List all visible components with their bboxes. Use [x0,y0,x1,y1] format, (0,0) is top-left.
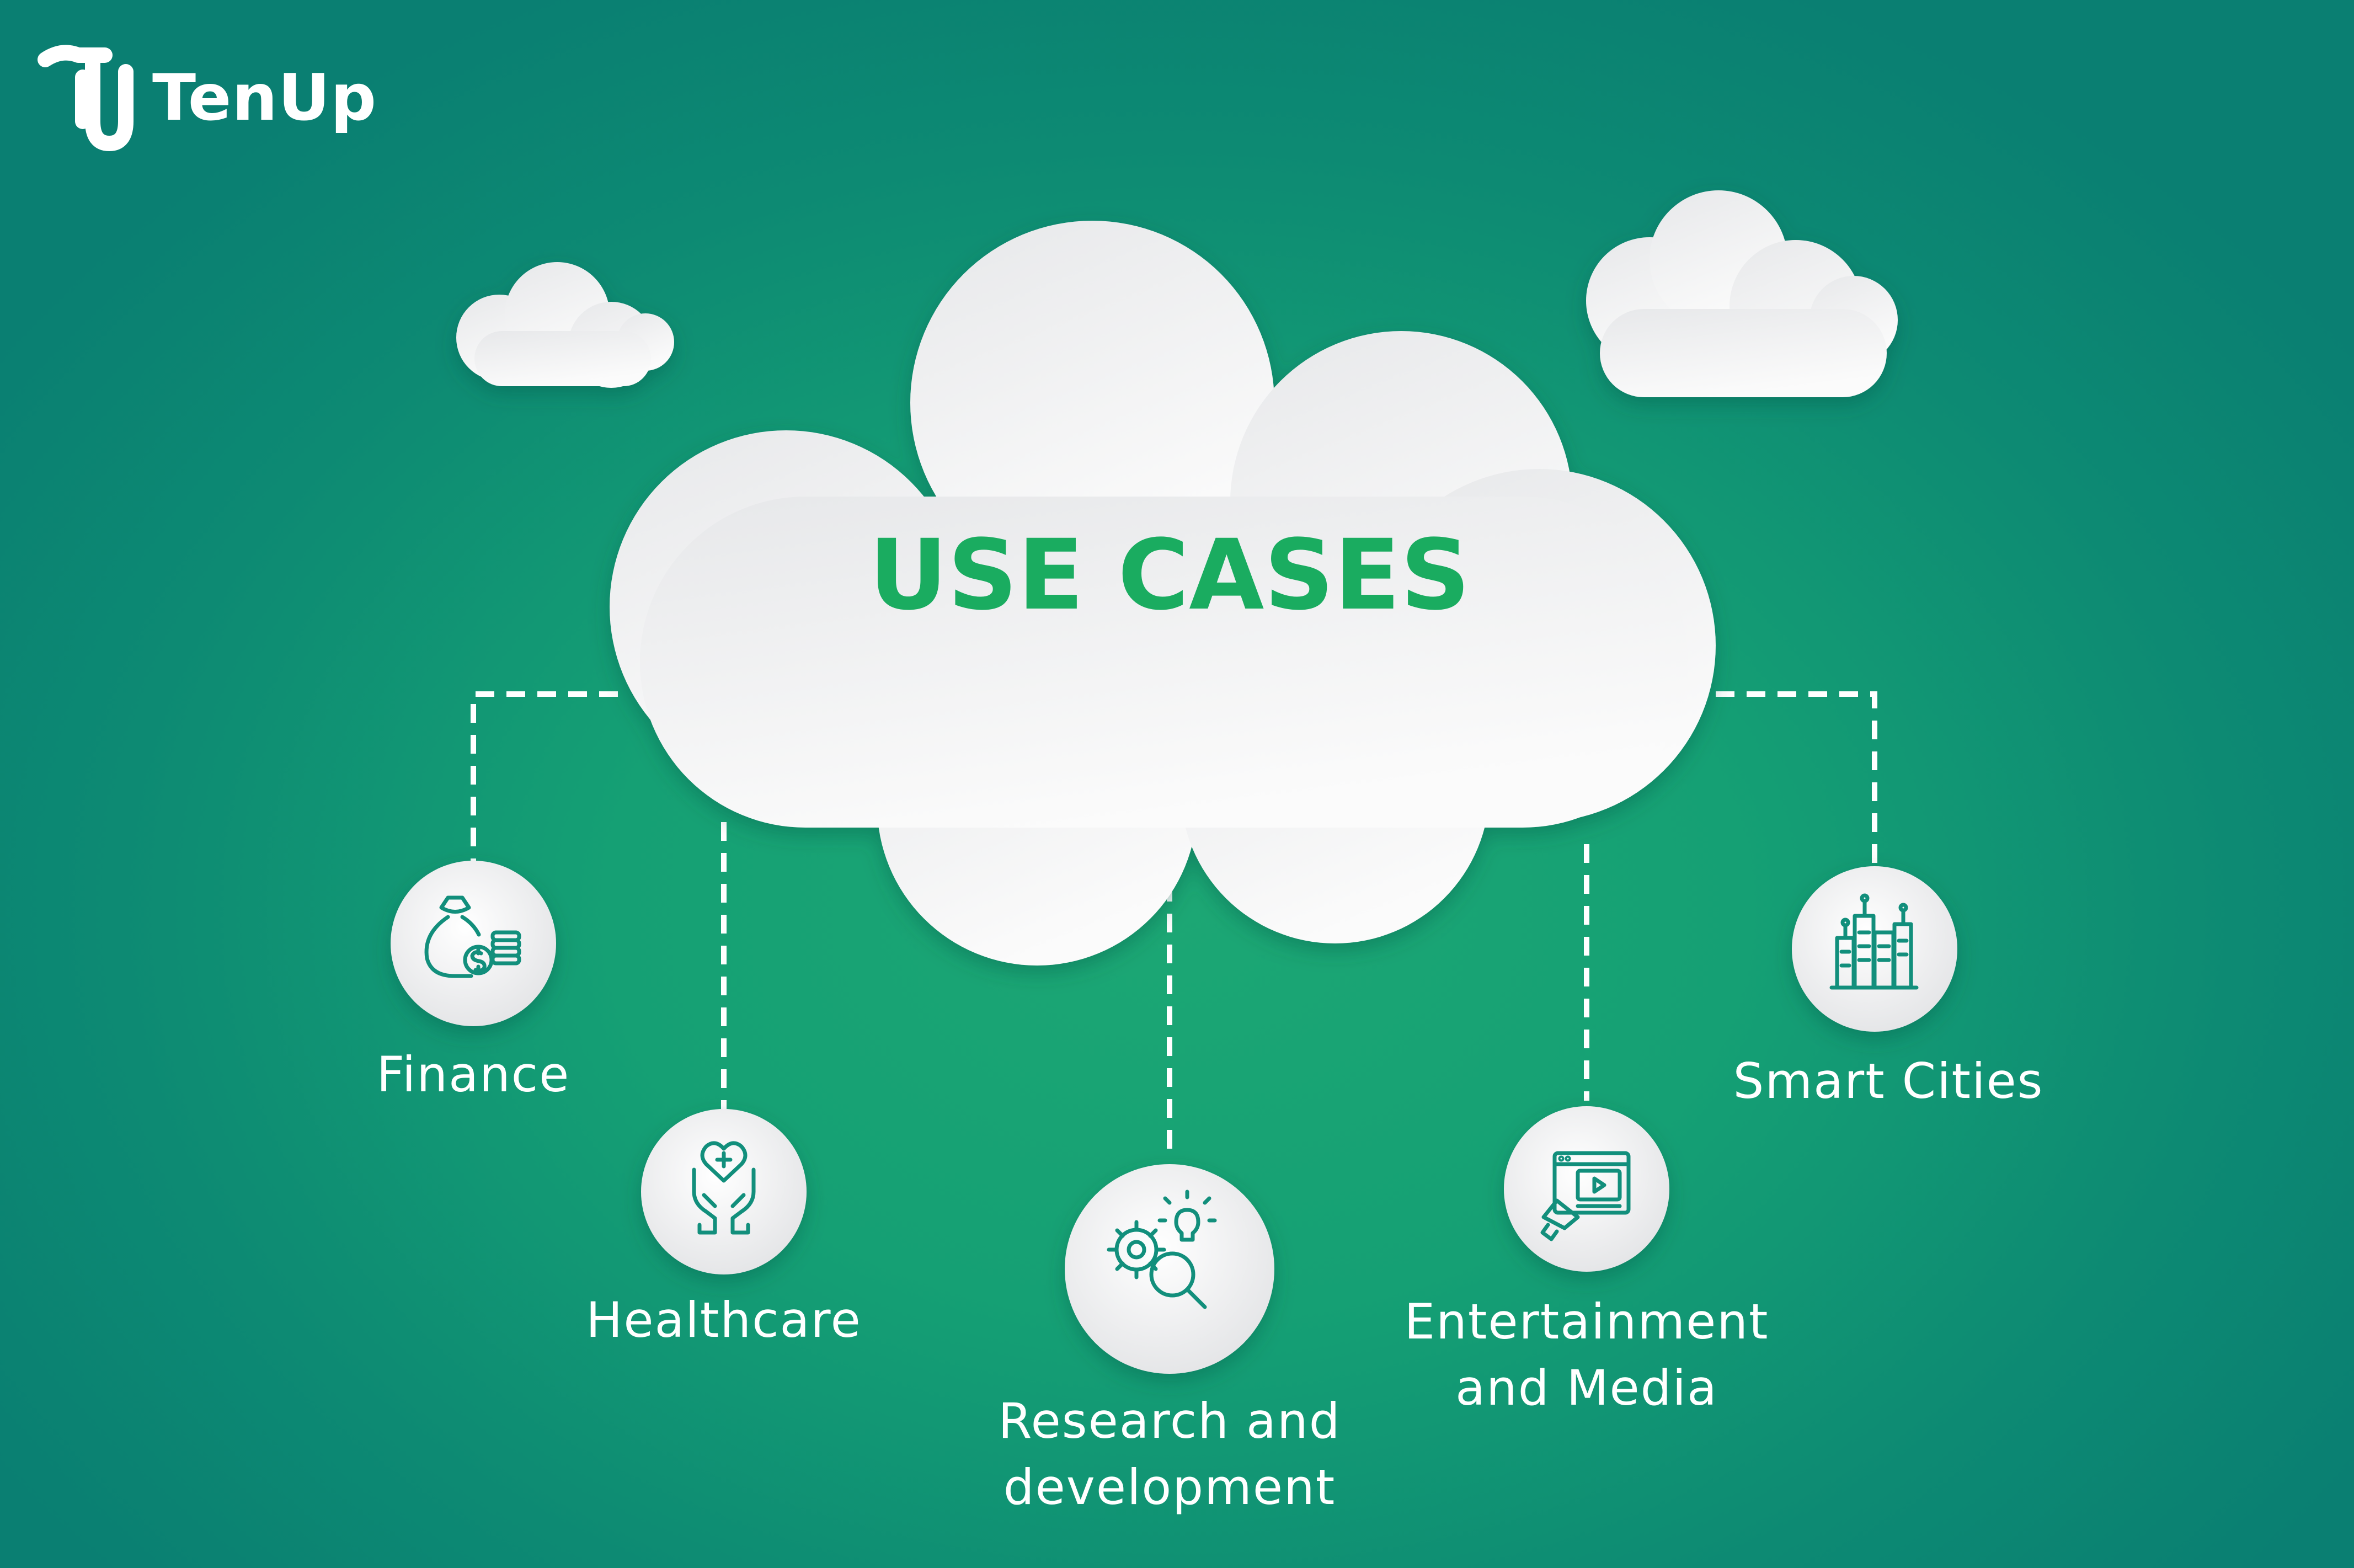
healthcare-label: Healthcare [586,1292,862,1348]
city-buildings-icon [1829,893,1919,990]
page-title: USE CASES [868,519,1471,632]
healthcare-circle [641,1109,807,1274]
brand-name: TenUp [152,61,377,135]
media-player-megaphone-icon [1540,1151,1631,1241]
finance-label: Finance [376,1046,570,1103]
entertainment-label-line1: Entertainment [1404,1293,1769,1350]
research-label-line2: development [1003,1459,1336,1516]
label-entertainment: Entertainment and Media [1366,1289,1807,1421]
tenup-logo-icon [38,45,134,151]
main-cloud [610,221,1716,966]
connector-finance [471,691,618,861]
smart-cities-label: Smart Cities [1733,1053,2044,1110]
gears-magnifier-bulb-icon [1107,1190,1217,1309]
entertainment-circle [1504,1106,1669,1272]
label-finance: Finance [335,1042,611,1108]
money-bag-coins-icon [424,895,521,978]
small-cloud-left [456,262,674,388]
label-healthcare: Healthcare [558,1287,889,1353]
small-cloud-right [1586,190,1898,397]
finance-circle [391,861,556,1026]
research-circle [1065,1164,1274,1374]
entertainment-label-line2: and Media [1455,1359,1718,1416]
hands-heart-icon [692,1141,756,1235]
label-research: Research and development [949,1388,1390,1521]
research-label-line1: Research and [998,1393,1341,1449]
connector-smart-cities [1716,691,1877,866]
label-smart-cities: Smart Cities [1682,1048,2095,1114]
connector-lines [471,691,1877,1153]
